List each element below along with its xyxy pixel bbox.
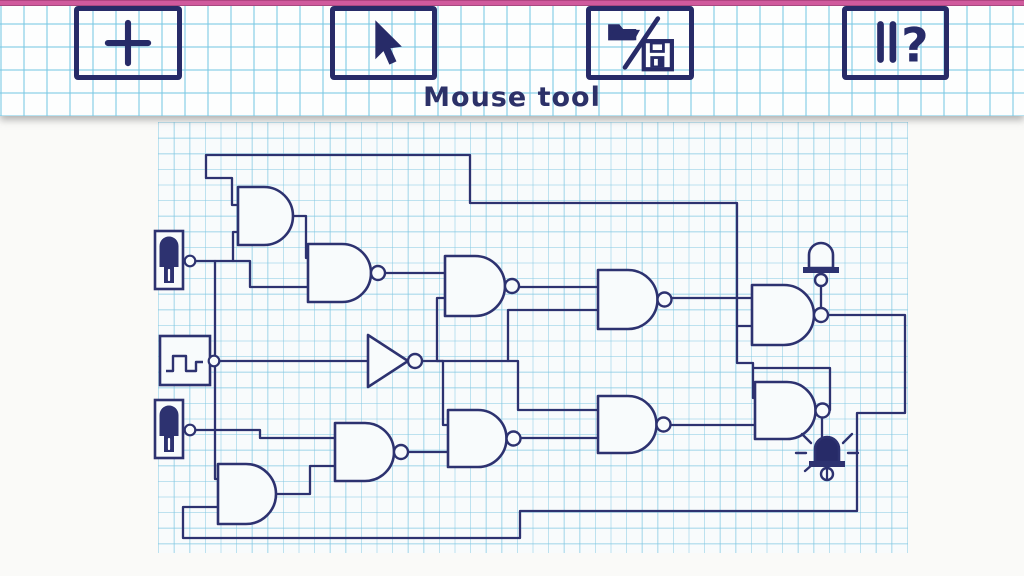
pause-question-icon: ? (863, 14, 929, 72)
cursor-icon (358, 16, 410, 70)
plus-icon (97, 15, 159, 71)
nand-gate[interactable] (446, 408, 522, 469)
connector-node (207, 354, 221, 368)
led-on[interactable] (794, 432, 860, 482)
clock-generator[interactable] (158, 334, 221, 387)
toggle-switch[interactable] (153, 398, 197, 460)
mouse-tool-button[interactable] (330, 6, 437, 80)
connector-node (183, 254, 197, 268)
wire (213, 259, 220, 481)
nand-gate[interactable] (333, 421, 410, 483)
and-gate[interactable] (216, 462, 278, 526)
wire (274, 464, 337, 496)
wire (189, 428, 337, 440)
connector-node (183, 423, 197, 437)
accent-bar (0, 0, 1024, 6)
nand-gate[interactable] (596, 268, 673, 331)
wire (189, 259, 310, 289)
wire (506, 359, 600, 412)
led-off[interactable] (803, 241, 839, 288)
nand-gate[interactable] (306, 242, 387, 304)
nand-gate[interactable] (750, 283, 830, 347)
wire (441, 308, 600, 363)
folder-floppy-icon (604, 13, 676, 73)
wire (231, 230, 240, 263)
wire (435, 359, 450, 427)
wire (181, 313, 907, 540)
wire (204, 153, 757, 400)
wire (204, 176, 240, 207)
toolbar: ? Mouse tool (0, 0, 1024, 116)
nand-gate[interactable] (596, 394, 672, 455)
open-save-button[interactable] (586, 6, 694, 80)
active-tool-label: Mouse tool (423, 82, 601, 113)
wire (435, 296, 447, 363)
svg-text:?: ? (901, 19, 929, 72)
wire (290, 214, 310, 260)
pause-help-button[interactable]: ? (842, 6, 949, 80)
wire (751, 366, 832, 412)
not-gate[interactable] (366, 333, 424, 389)
and-gate[interactable] (236, 185, 295, 247)
nand-gate[interactable] (753, 380, 831, 441)
toggle-switch[interactable] (153, 229, 197, 291)
nand-gate[interactable] (443, 254, 521, 318)
add-component-button[interactable] (74, 6, 182, 80)
